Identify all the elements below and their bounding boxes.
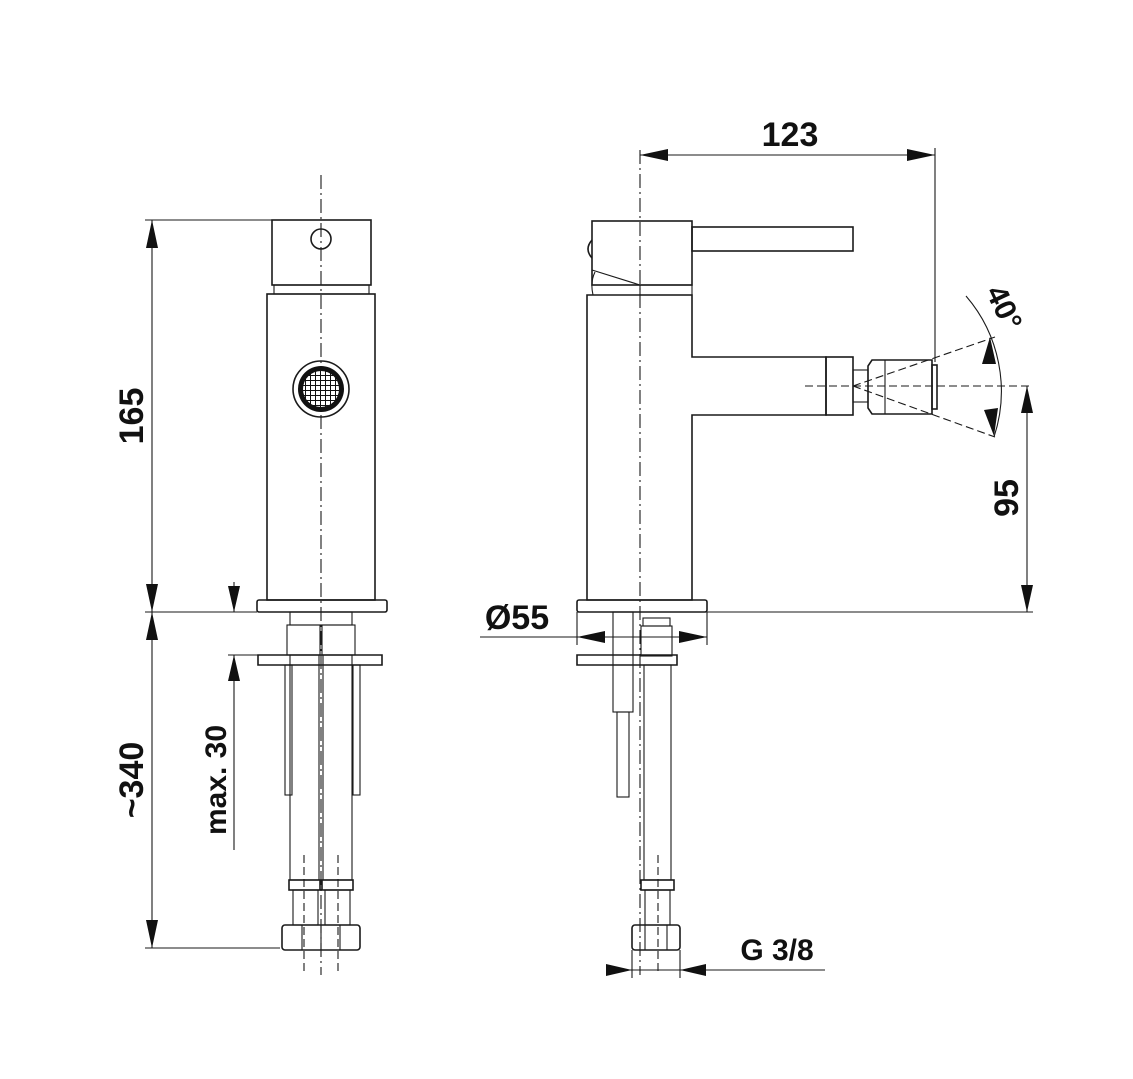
dim-label-95: 95 [988,479,1026,517]
dim-spout-height: 95 [707,386,1033,613]
dim-label-340: ~340 [113,742,151,819]
aerator-icon [292,360,350,418]
side-handle-block [591,220,693,286]
side-mounting-plate [576,654,678,666]
dim-label-max30: max. 30 [200,725,233,835]
angle-arrow-up [982,337,996,364]
dim-spout-reach: 123 [640,116,936,362]
dim-connection-thread: G 3/8 [606,934,825,978]
front-mounting-plate [257,654,383,666]
front-handle-hole-icon [310,228,332,250]
lever-handle [691,226,854,252]
dim-hose-length: ~340 [113,612,280,949]
handle-bevel [591,269,641,296]
spray-angle-up [852,336,996,387]
nozzle-tip [931,364,938,410]
angle-arrow-down [984,408,998,436]
dim-label-d55: Ø55 [485,599,549,637]
side-handle-band [639,284,693,296]
front-connectors [257,611,383,975]
dim-label-165: 165 [113,388,151,445]
side-base-plate [576,599,708,613]
dim-max-deck: max. 30 [200,582,258,850]
dim-label-g38: G 3/8 [740,934,813,967]
front-base-plate [256,599,388,613]
front-view: 165 ~340 max. 30 [113,175,388,975]
spray-angle-down [852,385,996,438]
side-connectors [576,611,681,975]
swivel-nozzle [867,359,933,415]
side-body-spout [586,294,827,601]
dim-total-height: 165 [113,219,272,613]
dim-label-123: 123 [762,116,819,154]
handle-knob [587,239,593,259]
side-view: 40° 123 95 [480,116,1033,978]
dim-base-diameter: Ø55 [480,599,708,645]
angle-arc [965,295,1002,438]
side-nut [631,924,681,951]
